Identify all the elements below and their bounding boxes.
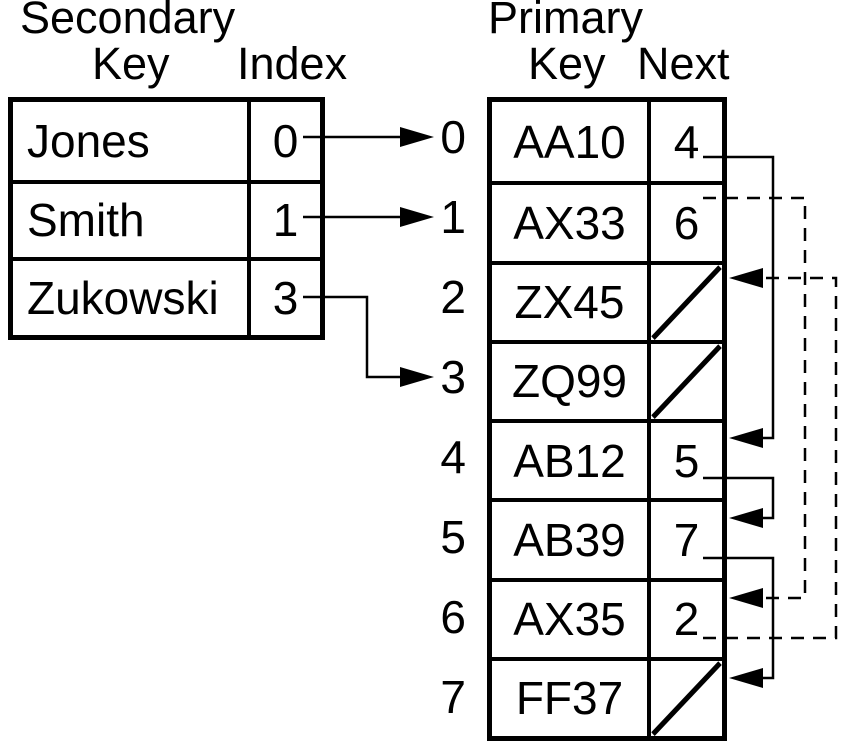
index-cell: 0: [247, 102, 320, 180]
secondary-key-cell: Zukowski: [13, 257, 247, 335]
next-cell: 4: [647, 102, 722, 182]
slot-label: 5: [440, 511, 466, 563]
primary-table-title: Primary: [488, 0, 643, 43]
slot-label: 6: [440, 591, 466, 643]
next-cell: [647, 656, 722, 736]
primary-file-table: AA10 4 AX33 6 ZX45 ZQ99 AB12 5 AB39 7 AX…: [487, 97, 727, 741]
index-cell: 1: [247, 179, 320, 258]
next-cell: [647, 339, 722, 419]
primary-key-cell: AA10: [513, 115, 626, 168]
slot-label: 4: [440, 431, 466, 483]
primary-key-cell: ZX45: [492, 260, 647, 340]
secondary-index-table: Jones 0 Smith 1 Zukowski 3: [8, 97, 325, 340]
primary-key-cell: AX33: [492, 181, 647, 260]
next-cell: 6: [647, 181, 722, 261]
primary-key-column-header: Key: [528, 38, 606, 89]
next-value: 7: [673, 513, 700, 566]
primary-key-cell: AB12: [492, 419, 647, 498]
secondary-table-title: Secondary: [20, 0, 236, 43]
next-column-header: Next: [637, 38, 730, 89]
next-cell: 2: [647, 577, 722, 657]
primary-key-cell: FF37: [492, 656, 647, 736]
next-cell: [647, 260, 722, 340]
null-pointer-slash-icon: [651, 660, 722, 736]
secondary-key-cell: Jones: [27, 114, 150, 167]
slot-label: 3: [440, 351, 466, 403]
next-value: 4: [673, 115, 700, 168]
secondary-key-column-header: Key: [92, 38, 170, 89]
slot-label: 1: [440, 191, 466, 243]
next-value: 2: [673, 593, 700, 646]
primary-key-cell: AX35: [492, 577, 647, 657]
primary-key-cell: AB39: [492, 498, 647, 577]
null-pointer-slash-icon: [651, 264, 722, 340]
next-value: 5: [673, 434, 700, 487]
slot-label: 2: [440, 271, 466, 323]
index-column-header: Index: [237, 38, 348, 89]
index-cell: 3: [247, 257, 320, 335]
primary-key-cell: ZQ99: [492, 339, 647, 419]
null-pointer-slash-icon: [651, 343, 722, 419]
next-value: 6: [673, 196, 700, 249]
slot-label: 7: [440, 671, 466, 723]
secondary-key-cell: Smith: [13, 179, 247, 258]
slot-label: 0: [440, 111, 466, 163]
next-cell: 5: [647, 419, 722, 499]
next-cell: 7: [647, 498, 722, 578]
